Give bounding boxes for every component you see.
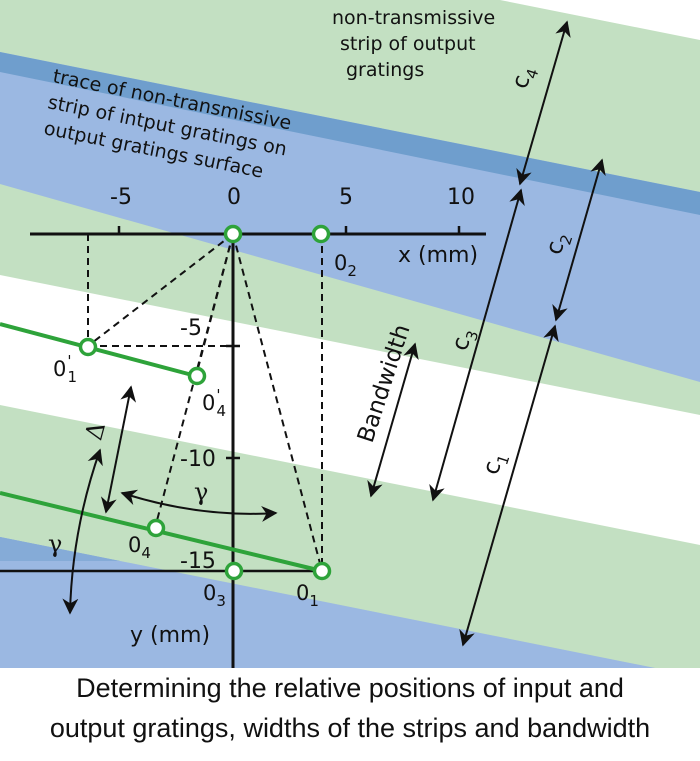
o1-prime-label: 0'1 <box>53 352 77 386</box>
svg-text:non-transmissive: non-transmissive <box>332 7 495 29</box>
point-o4 <box>149 521 164 536</box>
diagram-svg: non-transmissive strip of output grating… <box>0 0 700 668</box>
input-grating-line-upper <box>0 324 196 376</box>
point-o2 <box>314 227 329 242</box>
caption-line: output gratings, widths of the strips an… <box>0 708 700 748</box>
svg-text:strip of output: strip of output <box>340 33 476 55</box>
point-o1-prime <box>81 340 96 355</box>
y-tick-label: -10 <box>180 447 216 472</box>
y-tick-label: -15 <box>180 549 216 574</box>
y-tick-label: -5 <box>180 316 202 341</box>
x-tick-label: -5 <box>110 185 132 210</box>
c1-label: c1 <box>478 449 513 479</box>
gamma-label-left: γ <box>48 530 62 558</box>
x-tick-label: 10 <box>447 185 475 210</box>
o4-prime-label: 0'4 <box>202 386 226 420</box>
x-tick-label: 0 <box>227 185 241 210</box>
y-axis-label: y (mm) <box>130 623 210 648</box>
point-o1 <box>315 564 330 579</box>
point-o3 <box>227 564 242 579</box>
x-tick-label: 5 <box>339 185 353 210</box>
caption-line: Determining the relative positions of in… <box>0 668 700 708</box>
gamma-label-top: γ <box>194 478 208 506</box>
point-origin <box>226 227 241 242</box>
x-axis-label: x (mm) <box>398 243 478 268</box>
point-o4-prime <box>190 369 205 384</box>
figure-caption: Determining the relative positions of in… <box>0 668 700 748</box>
svg-text:gratings: gratings <box>346 59 424 81</box>
